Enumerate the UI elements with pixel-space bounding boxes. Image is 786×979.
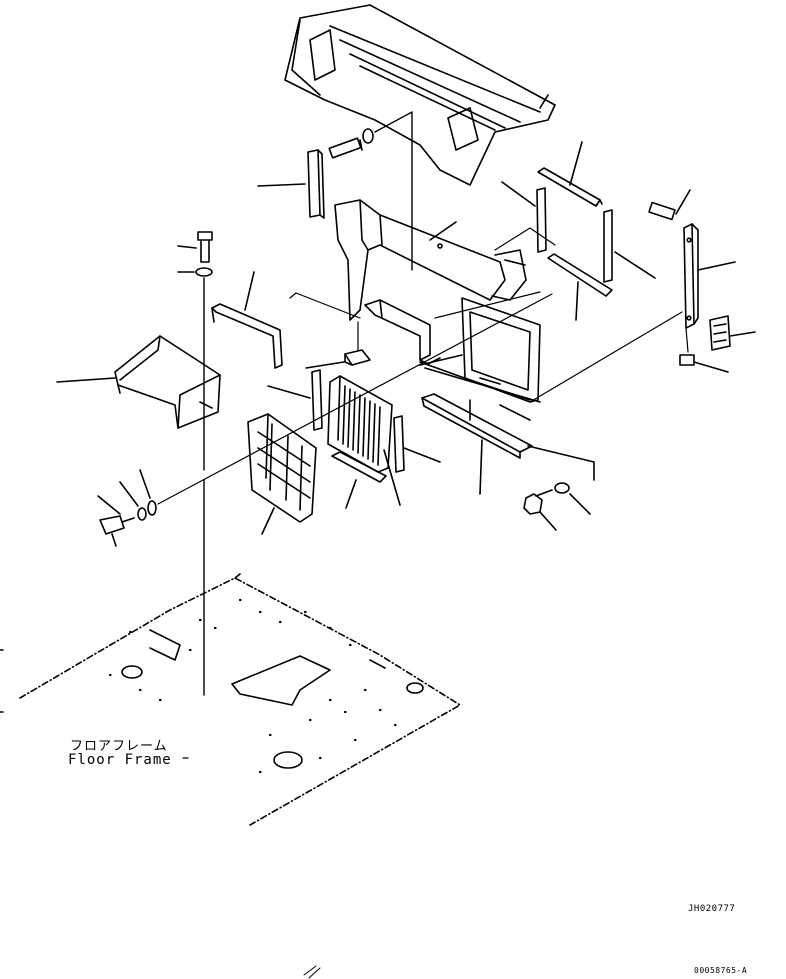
- foam-pad-small: [305, 349, 371, 369]
- spring-washer: [119, 481, 147, 521]
- side-bracket-bolt: [648, 189, 691, 221]
- seal-frame-top: [537, 141, 603, 207]
- floor-frame-label-en: Floor Frame: [68, 752, 172, 768]
- filter-seal-left: [267, 369, 323, 431]
- u-hose: [211, 271, 283, 369]
- figure-code: JH020777: [688, 904, 736, 914]
- wing-bolt: [97, 495, 135, 547]
- floor-frame: [0, 573, 461, 826]
- bolt-upper-left: [177, 231, 213, 263]
- seal-strip-upper-left: [257, 149, 325, 219]
- filter-seal-bottom: [331, 451, 387, 509]
- filter-grille: [247, 413, 317, 535]
- air-duct: [334, 199, 527, 321]
- seal-bar-bottom: [421, 393, 533, 495]
- bolt-lower-right: [523, 445, 595, 531]
- washer-lower-right: [554, 482, 591, 515]
- seal-frame-left: [501, 181, 547, 253]
- seal-frame-right: [603, 209, 656, 283]
- main-panel: [419, 297, 541, 403]
- small-pad: [679, 354, 729, 373]
- filter-seal-right: [393, 415, 441, 473]
- cab-roof-frame: [284, 4, 556, 186]
- side-bracket: [683, 223, 736, 329]
- floor-frame-label-jp: フロアフレーム: [70, 739, 168, 754]
- sheet-code: 00058765-A: [694, 966, 748, 975]
- air-filter: [327, 375, 401, 506]
- connector-block: [709, 315, 756, 351]
- washer-upper-left: [177, 267, 213, 277]
- seal-frame-bottom: [547, 253, 613, 321]
- roof-washer: [362, 128, 374, 144]
- roof-bolt: [328, 137, 363, 159]
- left-cover: [56, 335, 221, 429]
- lower-duct: [364, 299, 441, 365]
- flat-washer: [139, 469, 157, 516]
